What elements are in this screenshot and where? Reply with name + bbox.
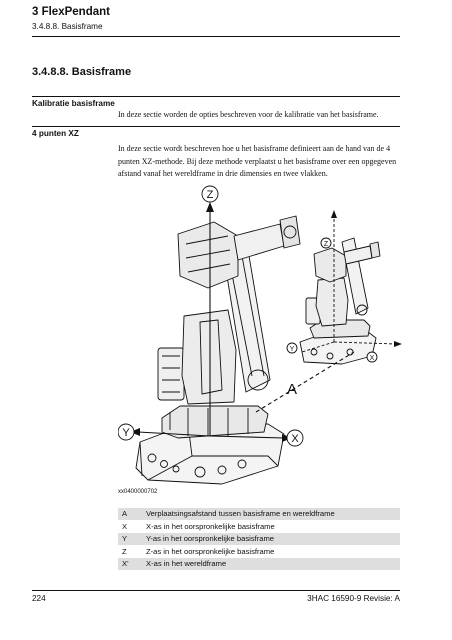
legend-key: Y <box>118 532 142 546</box>
footer-rule <box>32 590 400 591</box>
legend-key: X' <box>118 557 142 571</box>
small-x-label: X <box>370 355 375 362</box>
block-rule-1 <box>32 96 400 97</box>
small-y-label-circle <box>286 342 298 354</box>
big-x-label: X <box>291 433 299 445</box>
header-rule <box>32 36 400 37</box>
big-y-label-circle <box>118 423 135 441</box>
document-id: 3HAC 16590-9 Revisie: A <box>307 594 400 603</box>
legend-text: Y-as in het oorspronkelijke basisframe <box>142 532 400 546</box>
large-frame-axes <box>137 210 355 439</box>
block-text-kalibratie: In deze sectie worden de opties beschrev… <box>118 110 379 119</box>
large-robot-drawing <box>135 215 301 485</box>
chapter-title: 3 FlexPendant <box>32 6 110 18</box>
small-x-label-circle <box>366 351 378 363</box>
legend-key: X <box>118 520 142 533</box>
robot-figure: Z Y X A Z Y X <box>118 185 402 485</box>
legend-key: Z <box>118 545 142 558</box>
small-robot-drawing <box>299 237 381 365</box>
a-distance-label: A <box>287 381 297 398</box>
small-frame-arrowheads <box>331 210 402 347</box>
legend-row: X X-as in het oorspronkelijke basisframe <box>118 520 400 533</box>
page-number: 224 <box>32 594 46 603</box>
legend-table: A Verplaatsingsafstand tussen basisframe… <box>118 508 400 571</box>
block-heading-kalibratie: Kalibratie basisframe <box>32 99 115 108</box>
block-heading-4-punten: 4 punten XZ <box>32 129 79 138</box>
small-frame-axes <box>301 216 397 353</box>
section-reference: 3.4.8.8. Basisframe <box>32 22 103 31</box>
big-z-label-circle <box>201 185 219 203</box>
block-rule-2 <box>32 126 400 127</box>
legend-text: Z-as in het oorspronkelijke basisframe <box>142 545 400 558</box>
legend-key: A <box>118 508 142 521</box>
legend-text: X-as in het oorspronkelijke basisframe <box>142 520 400 533</box>
legend-row: A Verplaatsingsafstand tussen basisframe… <box>118 508 400 521</box>
section-title: 3.4.8.8. Basisframe <box>32 66 132 78</box>
small-y-label: Y <box>290 346 295 353</box>
legend-row: X' X-as in het wereldframe <box>118 557 400 571</box>
big-x-label-circle <box>286 429 304 447</box>
legend-row: Z Z-as in het oorspronkelijke basisframe <box>118 545 400 558</box>
figure-id: xx0400000702 <box>118 489 158 495</box>
legend-text: Verplaatsingsafstand tussen basisframe e… <box>142 508 400 521</box>
block-text-4-punten: In deze sectie wordt beschreven hoe u he… <box>118 144 397 178</box>
legend-text: X-as in het wereldframe <box>142 557 400 571</box>
small-z-label-circle <box>320 237 332 249</box>
small-z-label: Z <box>324 241 329 248</box>
big-z-label: Z <box>207 189 214 201</box>
big-y-label: Y <box>122 427 130 439</box>
legend-row: Y Y-as in het oorspronkelijke basisframe <box>118 532 400 546</box>
